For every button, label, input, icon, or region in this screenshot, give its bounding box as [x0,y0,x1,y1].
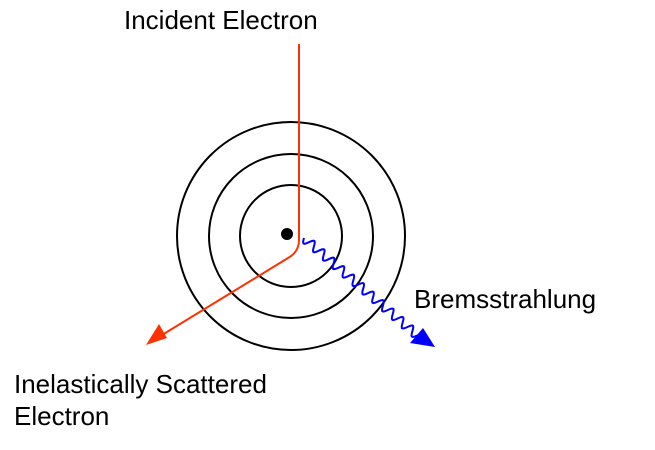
atom [176,121,406,351]
scattered-electron-label: Inelastically Scattered Electron [14,368,267,432]
nucleus [281,228,293,240]
incident-electron-label: Incident Electron [124,5,318,35]
bremsstrahlung-label: Bremsstrahlung [414,284,597,314]
bremsstrahlung-wave [302,237,419,339]
scattered-electron-arrowhead [146,324,167,345]
bremsstrahlung-arrowhead [410,328,435,347]
scattered-electron-label-line-2: Electron [14,401,110,431]
incident-electron-track [161,44,300,336]
scattered-electron-label-line-1: Inelastically Scattered [14,369,267,399]
middle-shell [208,153,374,319]
inner-shell [239,184,343,288]
electron-path [146,44,300,345]
outer-shell [176,121,406,351]
photon [302,237,435,347]
